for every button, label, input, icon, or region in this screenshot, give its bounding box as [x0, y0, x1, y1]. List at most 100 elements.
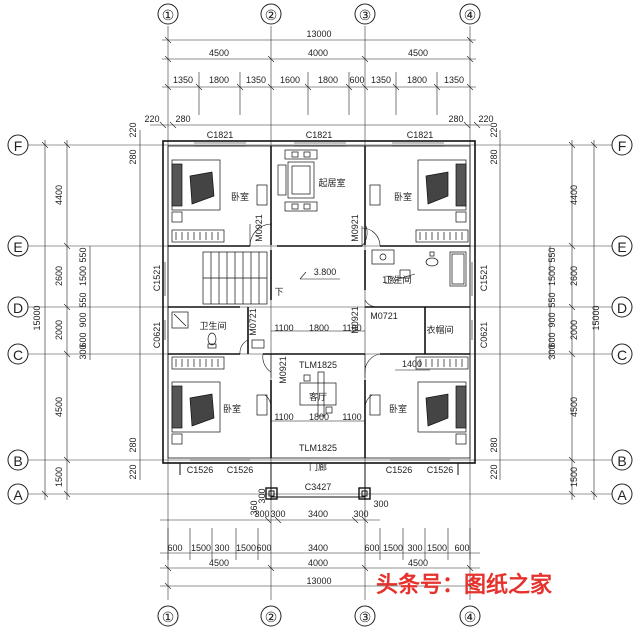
leader-lines — [271, 271, 430, 422]
axis-row-a: A — [13, 487, 23, 503]
window-c0621-left: C0621 — [152, 322, 162, 349]
dim-bottom-sub2: 3400 — [308, 543, 328, 553]
dim-bottom-300: 300 — [373, 499, 388, 509]
dim-right-row: 4500 — [569, 397, 579, 417]
axis-row-c: C — [13, 347, 23, 363]
room-bedroom-se: 卧室 — [389, 403, 407, 415]
dim-right-sub: 550 — [547, 247, 557, 262]
window-markers — [164, 142, 473, 461]
dim-bottom-sub2: 300 — [214, 543, 229, 553]
dim-right-sub: 600 — [547, 332, 557, 347]
dim-left-280: 280 — [128, 149, 138, 164]
axis-col-3: ③ — [359, 7, 372, 23]
dim-left-row: 4400 — [54, 185, 64, 205]
dim-bottom-sub2: 300 — [407, 543, 422, 553]
dim-bottom-sub2: 600 — [364, 543, 379, 553]
window-c3427: C3427 — [305, 482, 332, 492]
dim-bottom-sub1: 3400 — [308, 509, 328, 519]
axis-row-c-right: C — [617, 347, 627, 363]
axis-col-1-bottom: ① — [162, 609, 175, 625]
porch — [179, 463, 459, 500]
dim-left-row: 1500 — [54, 467, 64, 487]
dim-bottom-total: 13000 — [306, 576, 331, 586]
dim-top-sub: 1800 — [318, 75, 338, 85]
dim-right-total: 15000 — [591, 305, 601, 330]
dim-left-280-b: 280 — [128, 437, 138, 452]
dim-left-sub: 600 — [78, 332, 88, 347]
dim-bottom-sub2: 1500 — [383, 543, 403, 553]
inner-dim-1400: 1400 — [402, 359, 422, 369]
room-living: 起居室 — [318, 177, 345, 189]
inner-dimensions: 3.800 1100 1800 1100 1100 1800 1100 1400… — [249, 267, 422, 516]
axis-row-d: D — [13, 300, 23, 316]
axis-col-4-bottom: ④ — [464, 609, 477, 625]
stair-down: 下 — [274, 288, 283, 298]
door-m0921-d: M0921 — [278, 356, 288, 384]
dim-bay-1: 4500 — [209, 48, 229, 58]
dim-right-row: 1500 — [569, 467, 579, 487]
axis-col-4: ④ — [464, 7, 477, 23]
room-bedroom-ne: 卧室 — [394, 191, 412, 203]
bottom-dimension-text: 300 300 3400 300 300 600 1500 300 1500 6… — [167, 499, 469, 586]
dim-left-total: 15000 — [32, 305, 42, 330]
axis-labels: ① ② ③ ④ ① ② ③ ④ F E D C B A F E D C B A — [13, 7, 627, 625]
dim-right-sub: 900 — [547, 312, 557, 327]
room-parlor: 客厅 — [309, 391, 327, 403]
dim-bottom-sub2: 1500 — [236, 543, 256, 553]
right-dimension-text: 4400 2600 2000 4500 1500 15000 550 1500 … — [489, 122, 601, 487]
room-labels: 卧室 卧室 卧室 卧室 起居室 卫生间 卫生间 衣帽间 客厅 门廊 下 1% — [199, 177, 453, 473]
inner-dim-1800: 1800 — [309, 323, 329, 333]
axis-col-2-bottom: ② — [265, 609, 278, 625]
dim-top-sub: 1800 — [407, 75, 427, 85]
window-c1526-b: C1526 — [227, 465, 254, 475]
inner-dim-1100-b: 1100 — [342, 323, 361, 333]
door-m0921-c: M0921 — [350, 306, 360, 334]
inner-dim-1800-b: 1800 — [309, 412, 329, 422]
door-m0921-b: M0921 — [350, 214, 360, 242]
inner-dim-1100-d: 1100 — [342, 412, 361, 422]
dim-bottom-bay-3: 4500 — [408, 558, 428, 568]
window-c1526-a: C1526 — [187, 465, 214, 475]
room-bath-left: 卫生间 — [199, 320, 226, 332]
room-porch: 门廊 — [309, 461, 327, 473]
axis-col-1: ① — [162, 7, 175, 23]
floor-slope: 1% — [382, 276, 397, 286]
dim-bottom-sub2: 600 — [167, 543, 182, 553]
dim-top-sub: 1350 — [444, 75, 464, 85]
dim-right-sub: 300 — [547, 344, 557, 359]
dim-bay-2: 4000 — [308, 48, 328, 58]
window-labels: C1821 C1821 C1821 C1526 C1526 C1526 C152… — [152, 130, 489, 492]
bottom-dimension-lines — [160, 516, 480, 590]
dim-bottom-sub2: 600 — [454, 543, 469, 553]
room-laundry: 衣帽间 — [426, 324, 453, 336]
axis-row-e: E — [13, 239, 22, 255]
sofa-furniture — [277, 149, 337, 417]
dim-top-sub: 600 — [349, 75, 364, 85]
window-c1821-middle: C1821 — [306, 130, 333, 140]
dim-left-220: 220 — [128, 122, 138, 137]
window-c0621-right: C0621 — [479, 322, 489, 349]
axis-row-f-right: F — [618, 138, 627, 154]
window-c1821-left: C1821 — [207, 130, 234, 140]
axis-col-2: ② — [265, 7, 278, 23]
inner-dim-1100-c: 1100 — [274, 412, 293, 422]
window-c1526-c: C1526 — [386, 465, 413, 475]
dim-bottom-bay-1: 4500 — [209, 558, 229, 568]
dim-bottom-sub2: 600 — [256, 543, 271, 553]
inner-dim-1100: 1100 — [274, 323, 293, 333]
dim-total-width: 13000 — [306, 29, 331, 39]
dim-top-sub: 1350 — [371, 75, 391, 85]
door-tlm1825-bottom: TLM1825 — [299, 443, 337, 453]
watermark-text: 头条号：图纸之家 — [376, 572, 553, 598]
dim-right-sub: 1500 — [547, 266, 557, 286]
dim-left-sub: 550 — [78, 247, 88, 262]
dim-bottom-sub2: 1500 — [427, 543, 447, 553]
dim-right-280-b: 280 — [489, 437, 499, 452]
door-labels: M0921 M0921 M0921 M0921 M0721 M0721 — [248, 214, 398, 384]
dim-left-row: 4500 — [54, 397, 64, 417]
walls — [162, 140, 476, 464]
dim-right-row: 4400 — [569, 185, 579, 205]
dim-wall-280-left: 280 — [175, 114, 190, 124]
floor-level: 3.800 — [314, 267, 337, 277]
dim-porch-300: 300 — [257, 488, 267, 503]
